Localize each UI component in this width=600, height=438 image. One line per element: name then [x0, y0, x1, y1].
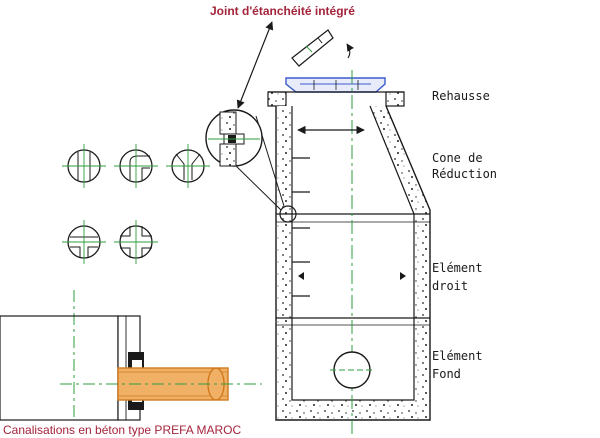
joint-detail-marker	[279, 205, 297, 223]
joint-detail-view	[205, 109, 263, 167]
cover-frame	[285, 77, 386, 93]
title-label: Joint d'étanchéité intégré	[210, 4, 355, 18]
pipe-connection-detail	[0, 290, 262, 421]
profile-cross	[114, 220, 158, 264]
label-cone-line1: Cone de	[432, 151, 483, 165]
droit-arrow-right	[400, 272, 406, 280]
footer-caption: Canalisations en béton type PREFA MAROC	[3, 423, 241, 437]
rehausse-ring	[267, 91, 405, 107]
profile-straight	[62, 144, 106, 188]
label-cone-line2: Réduction	[432, 167, 497, 181]
manhole-body	[275, 105, 431, 421]
detail-leader-1	[231, 161, 282, 211]
label-droit-line1: Elément	[432, 261, 483, 275]
cover-lid	[291, 29, 354, 67]
ladder-steps	[292, 157, 310, 297]
droit-arrow-left	[298, 272, 304, 280]
label-droit-line2: droit	[432, 279, 468, 293]
profile-bend	[114, 144, 158, 188]
profile-tee	[62, 220, 106, 264]
profile-y	[166, 144, 210, 188]
label-rehausse: Rehausse	[432, 89, 490, 103]
label-fond-line2: Fond	[432, 367, 461, 381]
label-fond-line1: Elément	[432, 349, 483, 363]
leader-arrow	[236, 21, 274, 109]
